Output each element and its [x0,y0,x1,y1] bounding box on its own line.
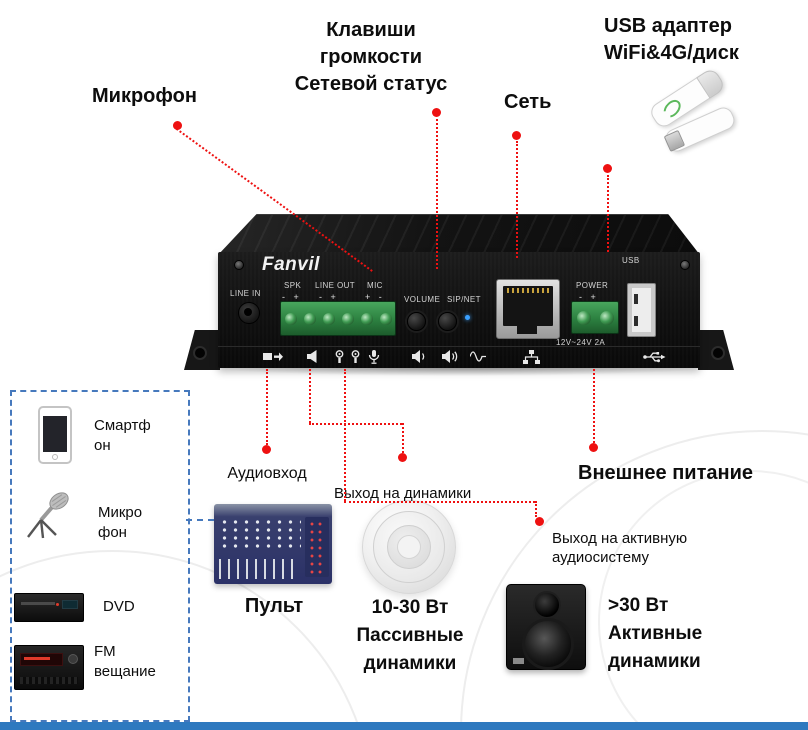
desk-microphone-icon [20,488,78,547]
terminal-screw-icon [341,312,354,325]
active-speaker-image [506,584,586,670]
connector-line-speaker-output [309,423,402,425]
source-label-smartphone: Смартф он [94,417,151,454]
power-spec-label: 12V~24V 2A [556,338,606,347]
terminal-screw-icon [576,310,591,325]
power-label: POWER [576,281,609,290]
device-top-face [218,214,700,255]
sip-net-label: SIP/NET [447,295,481,304]
connector-dot-speaker-output [398,453,407,462]
connector-line-active-output [535,501,537,517]
connector-line-active-output [344,501,535,503]
smartphone-icon [38,406,72,464]
device-front-panel: Fanvil LINE IN SPK LINE OUT MIC - + - + … [218,252,700,368]
connector-dot-microphone [173,121,182,130]
connector-dot-audio-input [262,445,271,454]
line-in-label: LINE IN [230,289,261,298]
ethernet-port [496,279,560,339]
callout-network: Сеть [504,91,552,113]
usb-port-label: USB [622,256,640,265]
speaker-loud-icon [442,350,460,364]
speaker-low-icon [412,350,428,364]
audio-sources-box [10,390,190,722]
line-out-label: LINE OUT [315,281,356,290]
connector-line-keys [436,119,438,269]
audio-terminal-block [280,301,396,336]
active-speakers-label: >30 Вт Активные динамики [608,595,703,672]
mounting-ear-left [184,330,220,370]
footer-blue-bar [0,722,808,730]
mounting-ear-right [698,330,734,370]
panel-divider [218,346,700,347]
mixer-console-image [214,504,332,584]
passive-speakers-label: 10-30 Вт Пассивные динамики [356,597,464,674]
source-to-mixer-link [186,519,214,521]
connector-line-power [593,369,595,443]
callout-active-output: Выход на активную аудиосистему [552,530,688,566]
terminal-screw-icon [284,312,297,325]
connector-line-network [516,141,518,258]
av-input-icon [263,350,283,364]
network-icon [523,350,540,364]
screw-hole-icon [711,346,725,360]
source-label-fm: FM вещание [94,643,156,680]
line-out-polarity: - + [319,292,339,302]
connector-line-speaker-output [402,423,404,453]
connector-dot-usb [603,164,612,173]
mic-label: MIC [367,281,383,290]
spk-polarity: - + [282,292,302,302]
terminal-screw-icon [303,312,316,325]
sip-button [438,312,457,331]
callout-microphone: Микрофон [92,85,197,107]
connector-line-active-output [344,369,346,501]
mixer-label: Пульт [244,595,304,617]
screw-hole-icon [193,346,207,360]
connector-line-speaker-output [309,369,311,423]
audio-wave-icon [469,350,486,364]
volume-label: VOLUME [404,295,441,304]
panel-screw-icon [234,260,244,270]
power-terminal-block [571,301,619,334]
speaker-icon [307,350,320,364]
volume-button [407,312,426,331]
connector-dot-power [589,443,598,452]
status-led [465,315,470,320]
fm-radio-icon [14,645,84,690]
source-label-dvd: DVD [103,598,135,615]
connector-line-audio-input [266,369,268,445]
connector-dot-keys [432,108,441,117]
power-polarity: - + [579,292,599,302]
spk-label: SPK [284,281,302,290]
callout-usb-adapter: USB адаптер WiFi&4G/диск [604,15,739,64]
rca-plug-icon [335,350,344,364]
callout-keys-status: Клавиши громкости Сетевой статус [294,19,448,95]
connector-dot-network [512,131,521,140]
dvd-player-icon [14,593,84,622]
usb-trident-icon [643,350,666,364]
rca-plug-icon [351,350,360,364]
terminal-screw-icon [379,312,392,325]
line-in-jack [238,302,260,324]
connector-dot-active-output [535,517,544,526]
terminal-screw-icon [599,310,614,325]
usb-port [627,283,656,337]
panel-screw-icon [680,260,690,270]
mic-polarity: + - [365,292,385,302]
connector-line-usb [607,175,609,252]
callout-audio-input: Аудиовход [227,465,307,482]
ceiling-speaker-image [362,500,456,594]
terminal-screw-icon [360,312,373,325]
callout-external-power: Внешнее питание [578,462,753,484]
terminal-screw-icon [322,312,335,325]
source-label-microphone: Микро фон [98,504,143,541]
microphone-icon [368,350,380,364]
callout-speaker-output: Выход на динамики [334,485,472,502]
brand-logo: Fanvil [262,254,320,275]
